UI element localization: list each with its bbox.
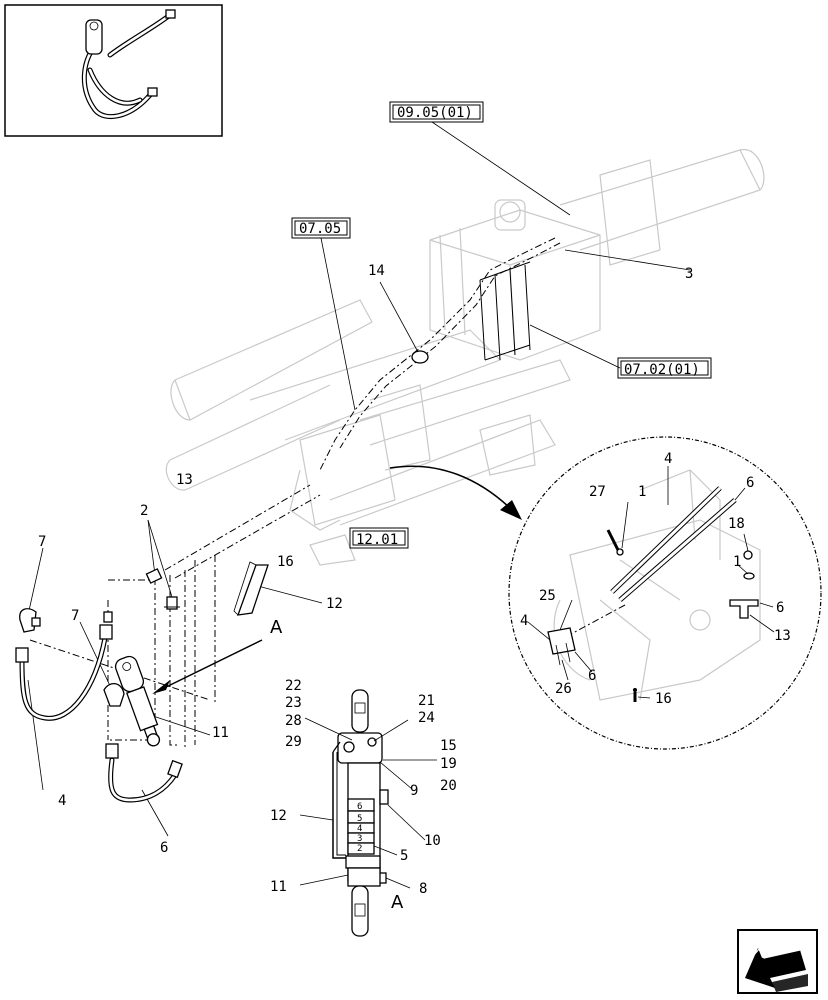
cylinder-scale: 6 5 4 3 2 xyxy=(347,798,375,855)
ref-label-3: 07.02(01) xyxy=(624,362,700,378)
callout-25: 25 xyxy=(539,588,556,604)
scale-mark-4: 4 xyxy=(357,824,362,834)
callout-22: 22 xyxy=(285,678,302,694)
callout-28: 28 xyxy=(285,713,302,729)
callout-15: 15 xyxy=(440,738,457,754)
callout-19: 19 xyxy=(440,756,457,772)
machine-ghost-outline xyxy=(165,149,765,566)
callout-26: 26 xyxy=(555,681,572,697)
callout-4: 4 xyxy=(664,451,672,467)
bracket-16 xyxy=(233,561,269,616)
hose-4 xyxy=(15,608,113,721)
callout-4: 4 xyxy=(58,793,66,809)
callout-27: 27 xyxy=(589,484,606,500)
hose-6 xyxy=(105,743,183,803)
detail-arrow xyxy=(389,465,522,520)
callout-2: 2 xyxy=(140,503,148,519)
fittings-2 xyxy=(145,568,180,610)
callouts-circle: 4 6 27 1 18 1 6 13 25 4 26 6 16 xyxy=(520,451,791,707)
callout-21: 21 xyxy=(418,693,435,709)
nav-back-icon[interactable] xyxy=(737,929,818,994)
callout-12: 12 xyxy=(270,808,287,824)
callout-7: 7 xyxy=(71,608,79,624)
callout-13: 13 xyxy=(774,628,791,644)
callouts-main: 3 14 13 2 16 12 7 7 11 4 6 A xyxy=(38,263,693,856)
callouts-detail: 22 23 28 29 21 24 15 19 20 9 12 10 5 11 … xyxy=(270,678,457,913)
scale-mark-3: 3 xyxy=(357,834,362,844)
view-a-arrow xyxy=(152,639,263,694)
ref-label-4: 12.01 xyxy=(356,532,398,548)
callout-4: 4 xyxy=(520,613,528,629)
callout-13: 13 xyxy=(176,472,193,488)
view-a-label: A xyxy=(270,617,283,638)
callout-11: 11 xyxy=(270,879,287,895)
callout-8: 8 xyxy=(419,881,427,897)
callout-20: 20 xyxy=(440,778,457,794)
callout-7: 7 xyxy=(38,534,46,550)
callout-6: 6 xyxy=(160,840,168,856)
ref-label-1: 09.05(01) xyxy=(397,105,473,121)
view-a-label: A xyxy=(391,892,404,913)
callout-10: 10 xyxy=(424,833,441,849)
callout-16: 16 xyxy=(655,691,672,707)
callout-9: 9 xyxy=(410,783,418,799)
callout-14: 14 xyxy=(368,263,385,279)
cylinder-11 xyxy=(103,655,161,747)
callout-12: 12 xyxy=(326,596,343,612)
callout-23: 23 xyxy=(285,695,302,711)
callout-5: 5 xyxy=(400,848,408,864)
ref-label-2: 07.05 xyxy=(299,221,341,237)
callout-6: 6 xyxy=(776,600,784,616)
scale-mark-5: 5 xyxy=(357,814,362,824)
reference-boxes: 09.05(01) 07.05 07.02(01) 12.01 xyxy=(291,101,712,549)
scale-mark-6: 6 xyxy=(357,802,362,812)
callout-6: 6 xyxy=(746,475,754,491)
callout-24: 24 xyxy=(418,710,435,726)
detail-leaders xyxy=(299,717,437,889)
callout-3: 3 xyxy=(685,266,693,282)
callout-1: 1 xyxy=(638,484,646,500)
routing-lines xyxy=(29,484,321,750)
callout-29: 29 xyxy=(285,734,302,750)
detail-circle xyxy=(508,436,822,750)
tube-assembly xyxy=(319,237,561,471)
callout-6: 6 xyxy=(588,668,596,684)
callout-18: 18 xyxy=(728,516,745,532)
scale-mark-2: 2 xyxy=(357,844,362,854)
detail-circle-leaders xyxy=(527,466,775,699)
callout-1: 1 xyxy=(733,554,741,570)
leader-lines xyxy=(27,121,691,837)
callout-11: 11 xyxy=(212,725,229,741)
callout-16: 16 xyxy=(277,554,294,570)
thumbnail-inset xyxy=(4,4,223,137)
